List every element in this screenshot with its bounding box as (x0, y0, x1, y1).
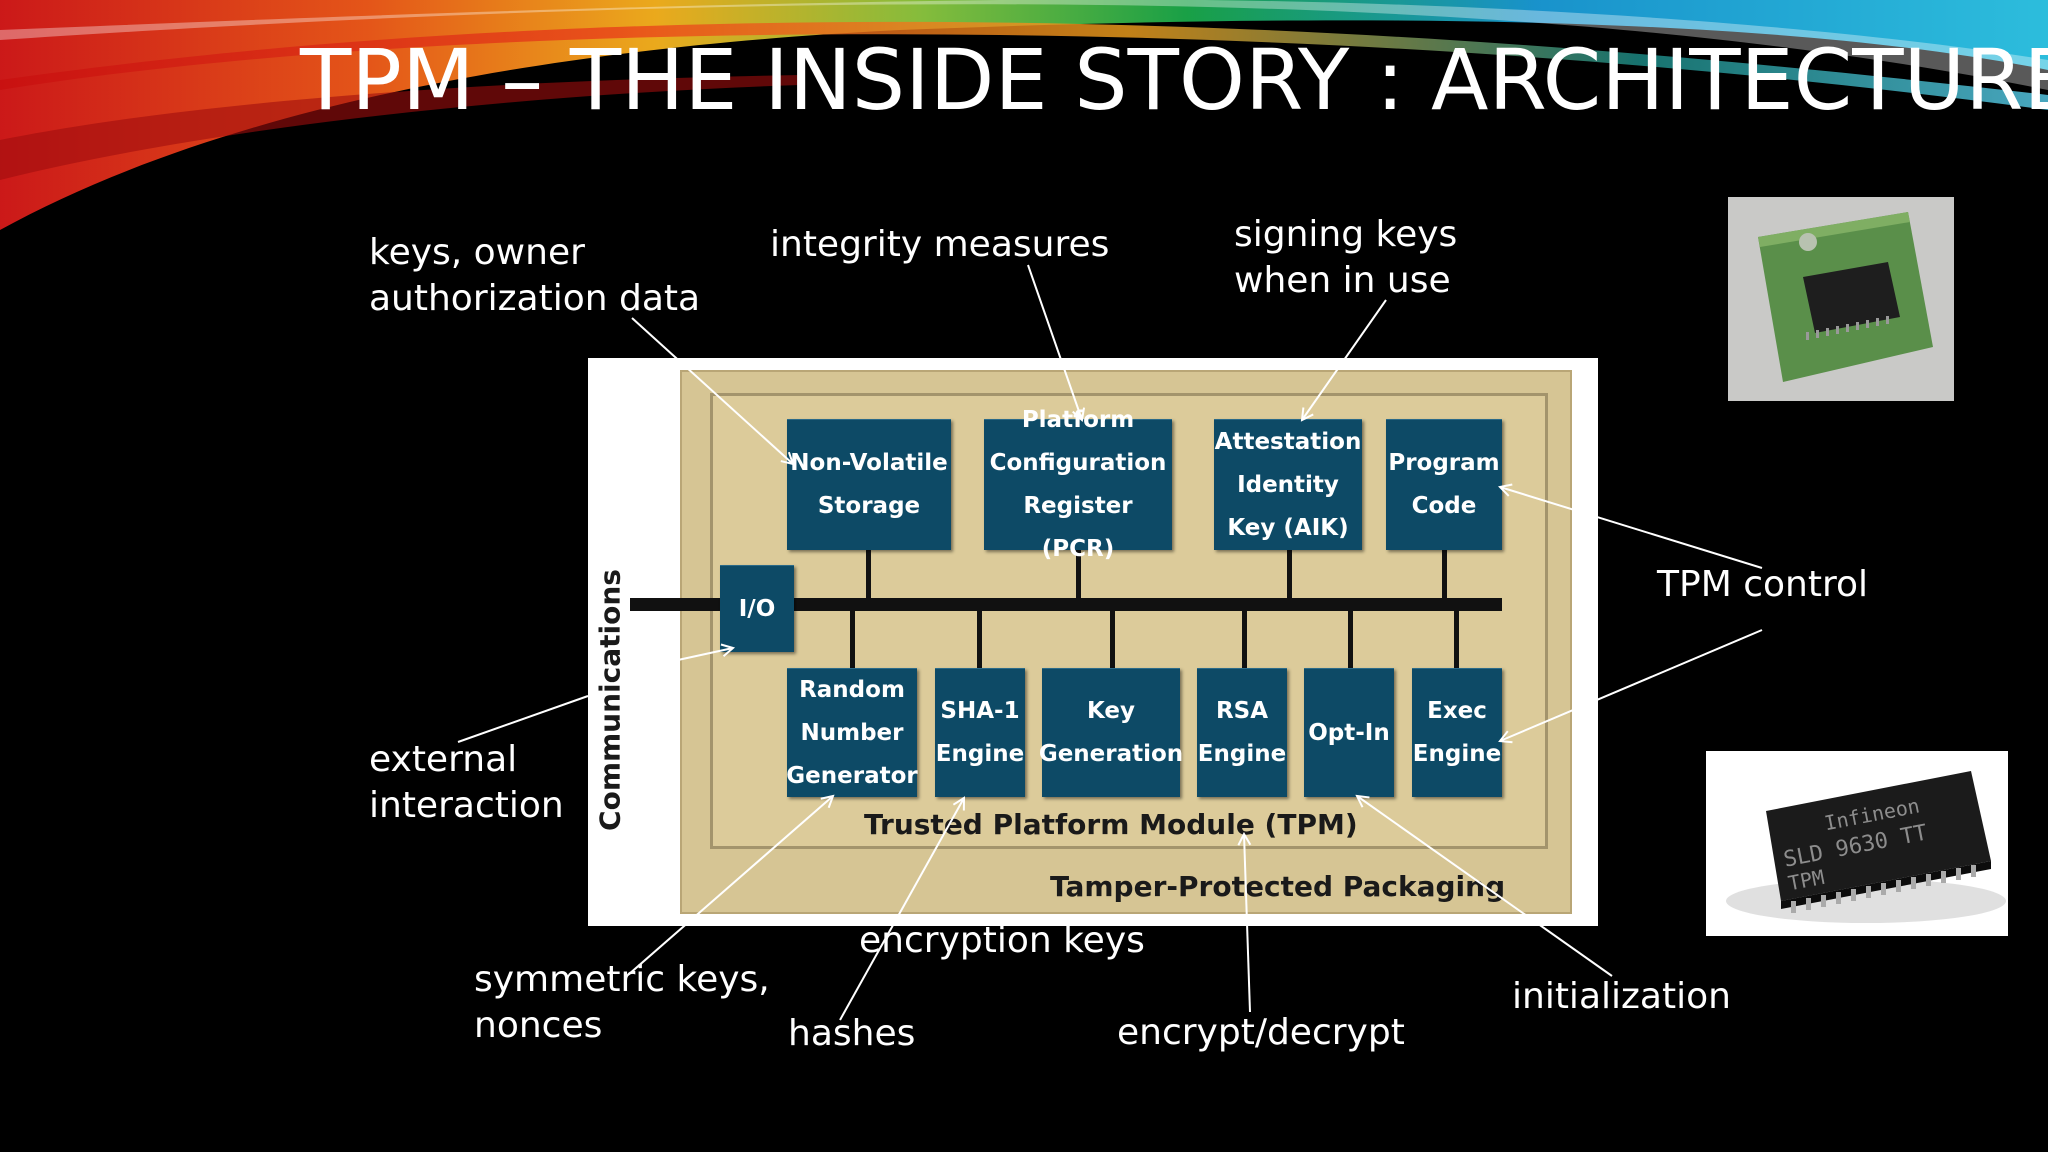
sha1-engine-module: SHA-1 Engine (935, 668, 1025, 797)
packaging-label: Tamper-Protected Packaging (1050, 870, 1506, 903)
exec-engine-module: Exec Engine (1412, 668, 1502, 797)
opt-in-module: Opt-In (1304, 668, 1394, 797)
label-encryption-keys: encryption keys (859, 920, 1145, 961)
label-symmetric-keys: symmetric keys, nonces (474, 959, 770, 1046)
label-integrity-measures: integrity measures (770, 224, 1110, 265)
connector-nv-storage (866, 548, 871, 600)
label-hashes: hashes (788, 1013, 916, 1054)
io-module: I/O (720, 565, 794, 652)
connector-rng (850, 608, 855, 668)
non-volatile-storage-module: Non-Volatile Storage (787, 419, 951, 550)
connector-program-code (1442, 548, 1447, 600)
infineon-chip-image: Infineon SLD 9630 TT TPM (1726, 771, 2006, 923)
tpm-board-photo (1728, 197, 1954, 401)
connector-pcr (1076, 548, 1081, 600)
program-code-module: Program Code (1386, 419, 1502, 550)
label-signing-keys: signing keys when in use (1234, 214, 1458, 301)
rainbow-swoosh-decoration (0, 0, 2048, 230)
connector-exec (1454, 608, 1459, 668)
connector-aik (1287, 548, 1292, 600)
connector-keygen (1110, 608, 1115, 668)
label-tpm-control: TPM control (1657, 564, 1868, 605)
pcr-module: Platform Configuration Register (PCR) (984, 407, 1172, 562)
label-external-interaction: external interaction (369, 739, 564, 826)
connector-optin (1348, 608, 1353, 668)
connector-sha1 (977, 608, 982, 668)
slide-title: TPM – THE INSIDE STORY : ARCHITECTURE. (300, 31, 2048, 129)
infineon-chip-photo: Infineon SLD 9630 TT TPM (1706, 751, 2008, 936)
random-number-generator-module: Random Number Generator (786, 668, 918, 797)
label-keys-owner: keys, owner authorization data (369, 232, 701, 319)
connector-rsa (1242, 608, 1247, 668)
communications-bus (630, 598, 1502, 611)
label-initialization: initialization (1512, 976, 1731, 1017)
key-generation-module: Key Generation (1039, 668, 1183, 797)
aik-module: Attestation Identity Key (AIK) (1214, 419, 1362, 550)
rsa-engine-module: RSA Engine (1197, 668, 1287, 797)
label-encrypt-decrypt: encrypt/decrypt (1117, 1012, 1405, 1053)
tpm-board-image (1758, 212, 1933, 382)
tpm-label: Trusted Platform Module (TPM) (864, 808, 1358, 841)
arrow-external-to-comm (457, 695, 589, 743)
